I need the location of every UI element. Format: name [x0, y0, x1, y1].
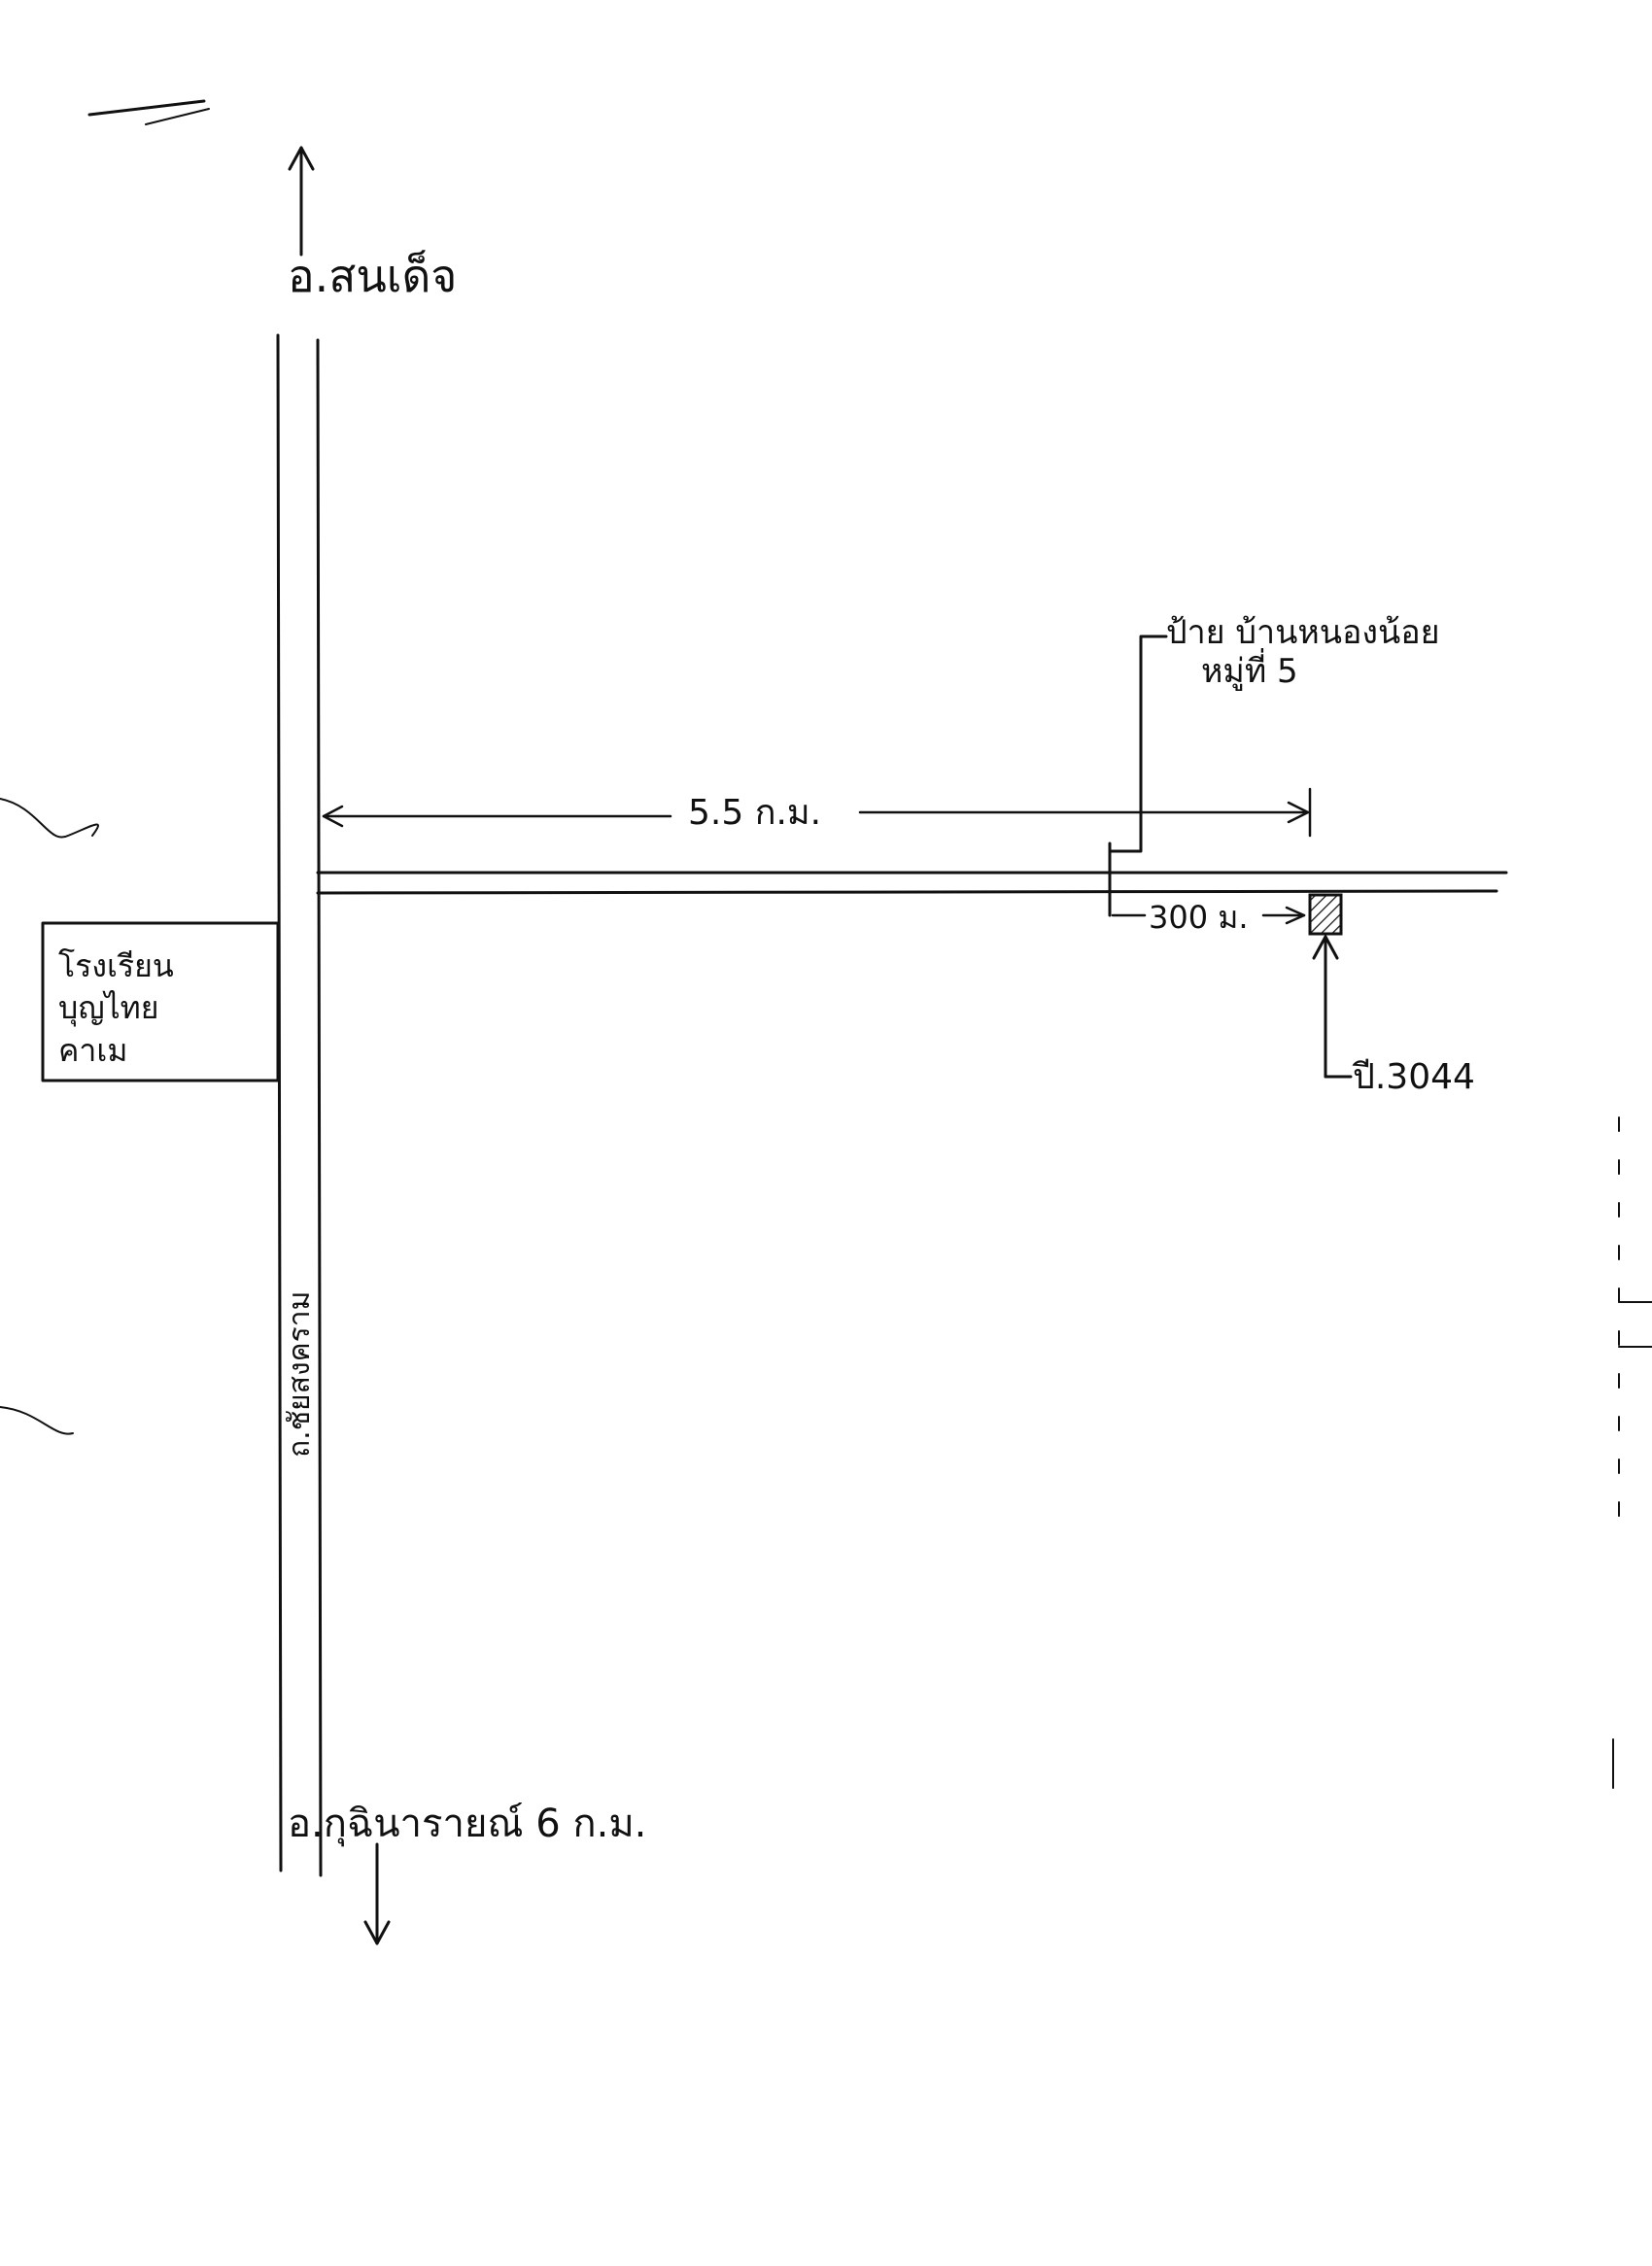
north-arrow-icon — [288, 146, 315, 257]
site-plot — [1308, 893, 1343, 936]
village-sign-line: หมู่ที่ 5 — [1201, 648, 1298, 691]
school-label-line: บุญไทย — [58, 989, 159, 1027]
distance-site-label: 300 ม. — [1149, 899, 1249, 936]
site-label: ปี.3044 — [1352, 1057, 1475, 1097]
distance-dimension-junction — [322, 787, 1312, 838]
side-road — [316, 871, 1508, 895]
village-sign-pointer — [1108, 635, 1168, 917]
village-sign-line: ป้าย บ้านหนองน้อย — [1166, 613, 1440, 652]
village-sign-label: ป้าย บ้านหนองน้อย หมู่ที่ 5 — [1166, 613, 1450, 691]
main-road — [276, 333, 323, 1877]
school-label: โรงเรียน บุญไทย คาเม — [58, 947, 184, 1069]
south-arrow-icon — [363, 1842, 391, 1945]
scan-marks — [0, 99, 1652, 1789]
main-road-label: ถ.ชัยสงคราม — [283, 1291, 317, 1458]
distance-dimension-site — [1111, 906, 1306, 925]
site-pointer-arrow-icon — [1312, 935, 1353, 1079]
south-destination-label: อ.กุฉินารายณ์ 6 ก.ม. — [288, 1802, 646, 1847]
school-label-line: โรงเรียน — [58, 947, 174, 984]
distance-junction-label: 5.5 ก.ม. — [688, 793, 821, 833]
school-label-line: คาเม — [58, 1032, 127, 1069]
north-destination-label: อ.สนเด็จ — [288, 250, 457, 302]
school-box — [41, 921, 280, 1082]
